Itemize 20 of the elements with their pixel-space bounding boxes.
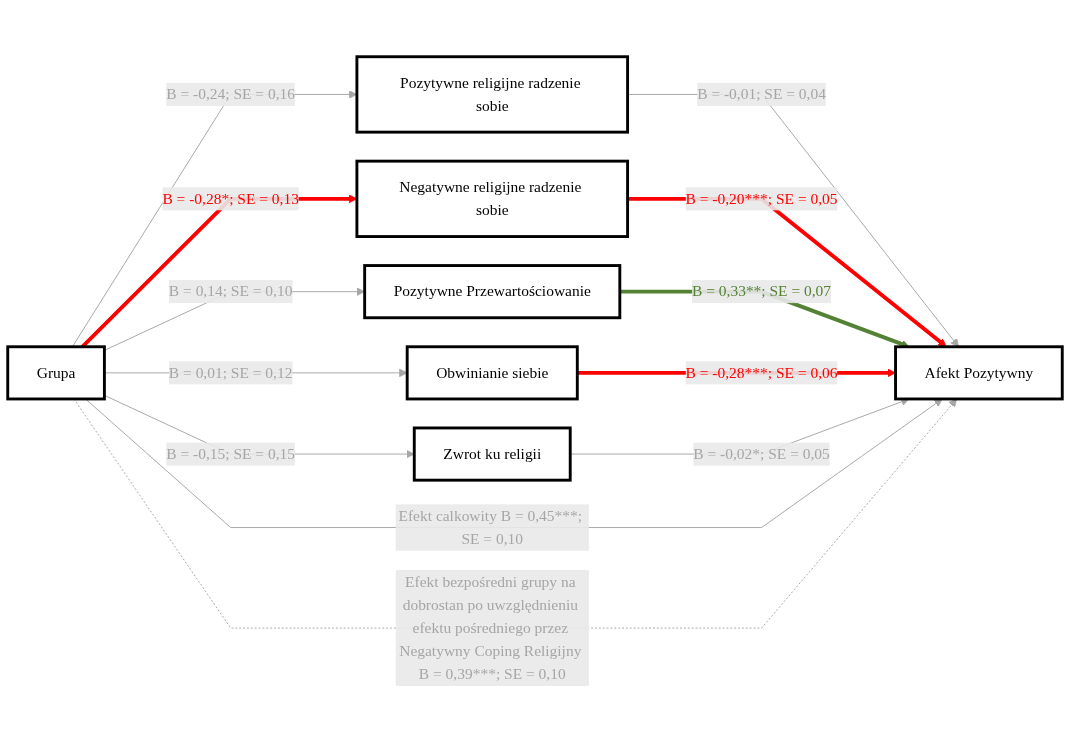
edge-label: Efekt bezpośredni grupy na dobrostan po uwzględnieniu efektu pośredniego przez Negatywny Coping Religijny B = 0,39***; SE = 0,10 bbox=[399, 572, 582, 682]
edge-label: Efekt calkowity B = 0,45***; SE = 0,10 bbox=[398, 506, 583, 547]
edge-label: B = 0,14; SE = 0,10 bbox=[168, 282, 293, 299]
node-box: Grupa bbox=[6, 344, 106, 400]
node-box: Pozytywne religijne radzenie sobie bbox=[355, 54, 630, 134]
edge-label: B = 0,33**; SE = 0,07 bbox=[692, 282, 832, 299]
edge-label: B = -0,01; SE = 0,04 bbox=[697, 85, 826, 102]
edge-label: B = -0,24; SE = 0,16 bbox=[166, 85, 296, 102]
arrow bbox=[627, 196, 947, 347]
edge-label: B = -0,02*; SE = 0,05 bbox=[693, 444, 830, 462]
node-box: Negatywne religijne radzenie sobie bbox=[355, 159, 630, 238]
node-box: Obwinianie siebie bbox=[405, 344, 579, 400]
edge-label: B = -0,20***; SE = 0,05 bbox=[685, 189, 838, 207]
edge-label: B = -0,28***; SE = 0,06 bbox=[685, 363, 838, 381]
node-box: Zwrot ku religii bbox=[412, 426, 572, 482]
edge-label: B = -0,15; SE = 0,15 bbox=[166, 444, 296, 462]
edge-label: B = 0,01; SE = 0,12 bbox=[168, 363, 293, 381]
edge-label: B = -0,28*; SE = 0,13 bbox=[162, 189, 299, 207]
node-box: Afekt Pozytywny bbox=[894, 344, 1064, 400]
node-box: Pozytywne Przewartościowanie bbox=[363, 263, 622, 319]
